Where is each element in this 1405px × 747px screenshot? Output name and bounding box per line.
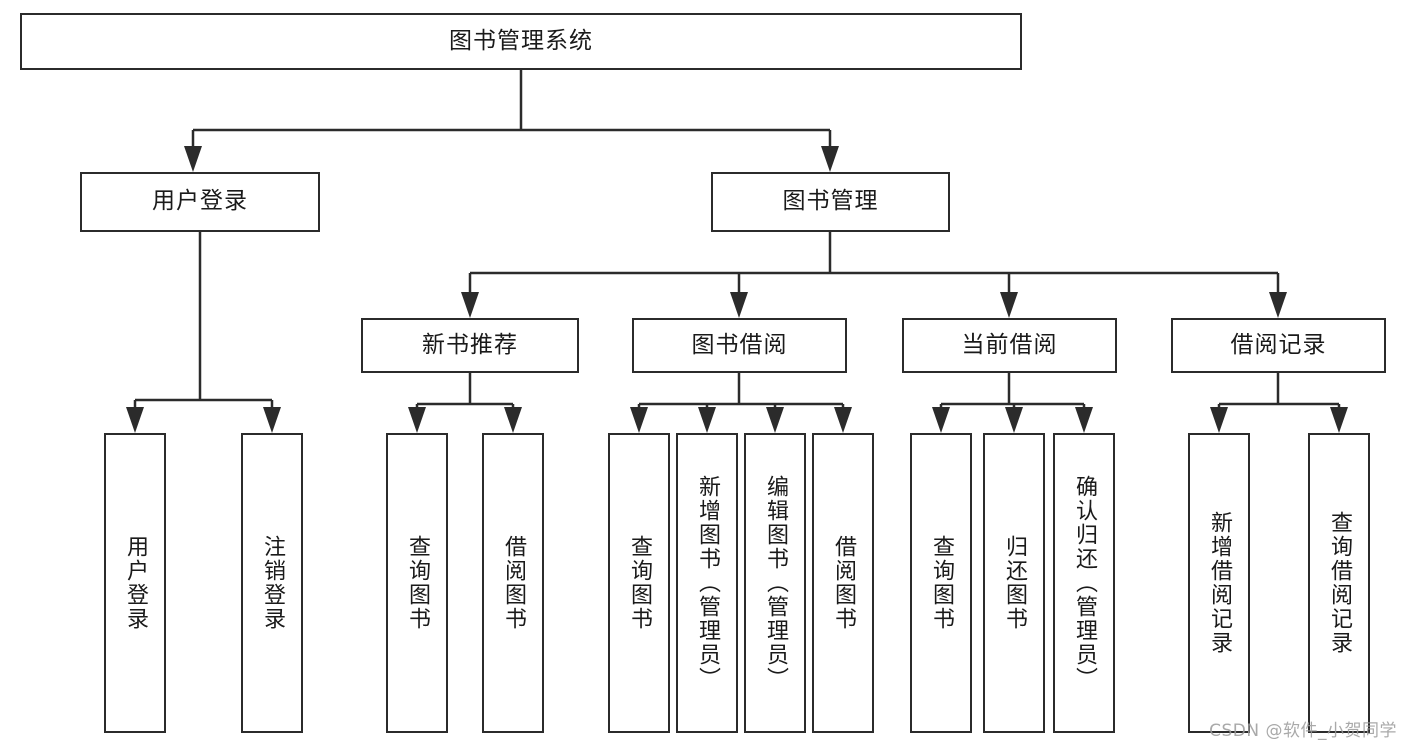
node-leaf-7[interactable]: 借阅图书: [812, 433, 874, 733]
arrowhead-icon-0-1: [821, 146, 839, 172]
node-level3-图书借阅[interactable]: 图书借阅: [632, 318, 847, 373]
node-leaf-0[interactable]: 用户登录: [104, 433, 166, 733]
arrowhead-icon-6-1: [1330, 407, 1348, 433]
node-leaf-1[interactable]: 注销登录: [241, 433, 303, 733]
node-leaf-12-label: 查询借阅记录: [1326, 511, 1352, 655]
node-level3-当前借阅-label: 当前借阅: [961, 331, 1058, 358]
arrowhead-icon-2-2: [1000, 292, 1018, 318]
node-level3-借阅记录-label: 借阅记录: [1230, 331, 1327, 358]
node-level3-图书借阅-label: 图书借阅: [691, 331, 788, 358]
node-leaf-9[interactable]: 归还图书: [983, 433, 1045, 733]
node-level3-当前借阅[interactable]: 当前借阅: [902, 318, 1117, 373]
node-leaf-3[interactable]: 借阅图书: [482, 433, 544, 733]
arrowhead-icon-3-0: [408, 407, 426, 433]
node-leaf-7-label: 借阅图书: [830, 535, 856, 631]
arrowhead-icon-6-0: [1210, 407, 1228, 433]
arrowhead-icon-4-1: [698, 407, 716, 433]
arrowhead-icon-5-0: [932, 407, 950, 433]
node-leaf-3-label: 借阅图书: [500, 535, 526, 631]
arrowhead-icon-2-3: [1269, 292, 1287, 318]
arrowhead-icon-1-1: [263, 407, 281, 433]
arrowhead-icon-4-0: [630, 407, 648, 433]
node-leaf-4[interactable]: 查询图书: [608, 433, 670, 733]
node-leaf-5[interactable]: 新增图书（管理员）: [676, 433, 738, 733]
csdn-watermark: CSDN @软件_小贺同学: [1209, 721, 1397, 741]
node-leaf-10[interactable]: 确认归还（管理员）: [1053, 433, 1115, 733]
node-leaf-0-label: 用户登录: [122, 535, 148, 631]
node-leaf-6[interactable]: 编辑图书（管理员）: [744, 433, 806, 733]
arrowhead-icon-1-0: [126, 407, 144, 433]
node-leaf-1-label: 注销登录: [259, 535, 285, 631]
node-leaf-10-label: 确认归还（管理员）: [1071, 475, 1097, 691]
arrowhead-icon-3-1: [504, 407, 522, 433]
node-leaf-11-label: 新增借阅记录: [1206, 511, 1232, 655]
node-level3-新书推荐[interactable]: 新书推荐: [361, 318, 579, 373]
arrowhead-icon-5-2: [1075, 407, 1093, 433]
node-leaf-9-label: 归还图书: [1001, 535, 1027, 631]
node-level2-图书管理[interactable]: 图书管理: [711, 172, 950, 232]
node-leaf-4-label: 查询图书: [626, 535, 652, 631]
node-level2-用户登录-label: 用户登录: [152, 188, 248, 215]
arrowhead-icon-5-1: [1005, 407, 1023, 433]
node-leaf-12[interactable]: 查询借阅记录: [1308, 433, 1370, 733]
node-level3-借阅记录[interactable]: 借阅记录: [1171, 318, 1386, 373]
node-level2-用户登录[interactable]: 用户登录: [80, 172, 320, 232]
arrowhead-icon-0-0: [184, 146, 202, 172]
node-leaf-2[interactable]: 查询图书: [386, 433, 448, 733]
arrowhead-icon-4-3: [834, 407, 852, 433]
node-leaf-8[interactable]: 查询图书: [910, 433, 972, 733]
node-leaf-2-label: 查询图书: [404, 535, 430, 631]
arrowhead-icon-4-2: [766, 407, 784, 433]
node-leaf-5-label: 新增图书（管理员）: [694, 475, 720, 691]
node-level2-图书管理-label: 图书管理: [782, 188, 879, 215]
arrowhead-icon-2-0: [461, 292, 479, 318]
node-leaf-6-label: 编辑图书（管理员）: [762, 475, 788, 691]
node-root-图书管理系统[interactable]: 图书管理系统: [20, 13, 1022, 70]
node-leaf-11[interactable]: 新增借阅记录: [1188, 433, 1250, 733]
node-root-图书管理系统-label: 图书管理系统: [449, 27, 593, 54]
arrowhead-icon-2-1: [730, 292, 748, 318]
node-level3-新书推荐-label: 新书推荐: [422, 331, 518, 358]
node-leaf-8-label: 查询图书: [928, 535, 954, 631]
